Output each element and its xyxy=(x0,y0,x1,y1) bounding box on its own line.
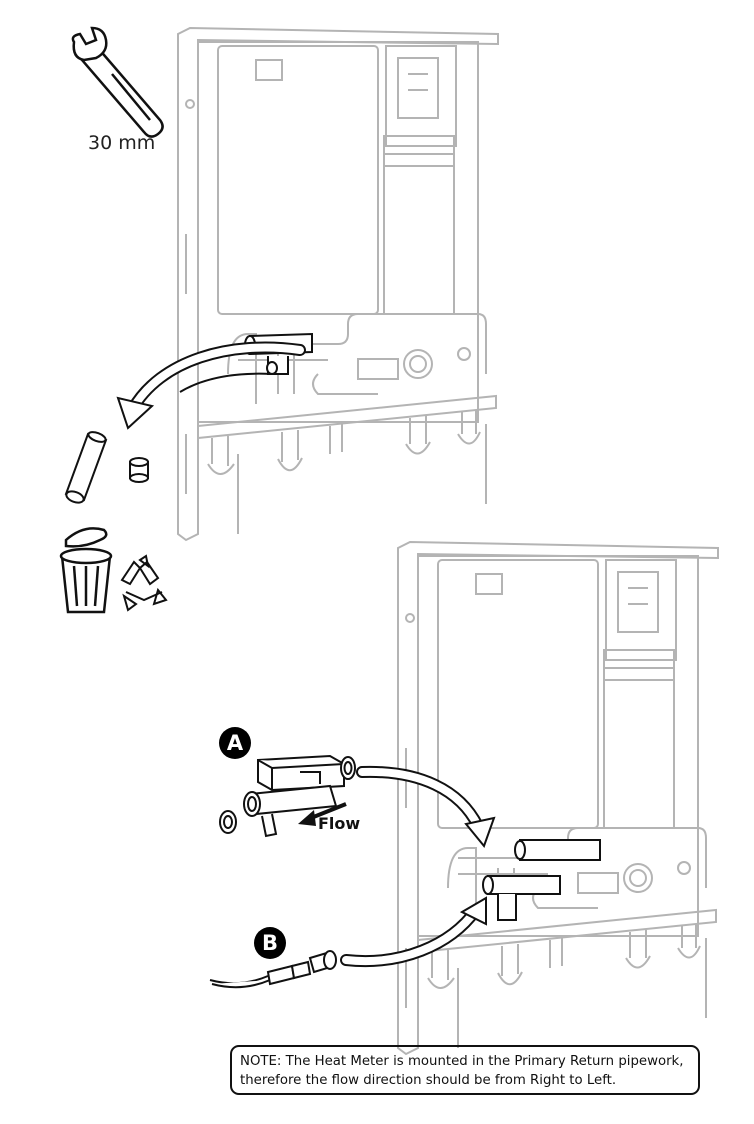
primary-return-pipework xyxy=(482,839,601,921)
sealing-washers xyxy=(219,756,356,834)
note-line-1: NOTE: The Heat Meter is mounted in the P… xyxy=(240,1054,684,1069)
removed-spacer-pipe xyxy=(64,431,108,504)
trash-bin-icon xyxy=(59,527,113,614)
boiler-unit-top xyxy=(177,27,499,541)
insert-arrow-a-icon xyxy=(356,765,496,849)
sensor-probe-icon xyxy=(209,950,337,989)
step-badge-b: B xyxy=(254,927,286,959)
wrench-size-label: 30 mm xyxy=(88,132,156,154)
recycle-icon xyxy=(120,554,168,612)
note-box: NOTE: The Heat Meter is mounted in the P… xyxy=(230,1045,700,1095)
flow-arrow-icon xyxy=(298,802,347,826)
flow-label: Flow xyxy=(318,814,361,833)
wrench-icon xyxy=(71,26,164,138)
removal-arrow-icon xyxy=(116,341,306,430)
boiler-unit-bottom xyxy=(397,541,719,1055)
heat-meter-icon xyxy=(243,754,345,838)
step-badge-a: A xyxy=(219,727,251,759)
blanking-plug xyxy=(129,457,149,483)
insert-arrow-b-icon xyxy=(340,896,487,967)
note-line-2: therefore the flow direction should be f… xyxy=(240,1073,617,1088)
